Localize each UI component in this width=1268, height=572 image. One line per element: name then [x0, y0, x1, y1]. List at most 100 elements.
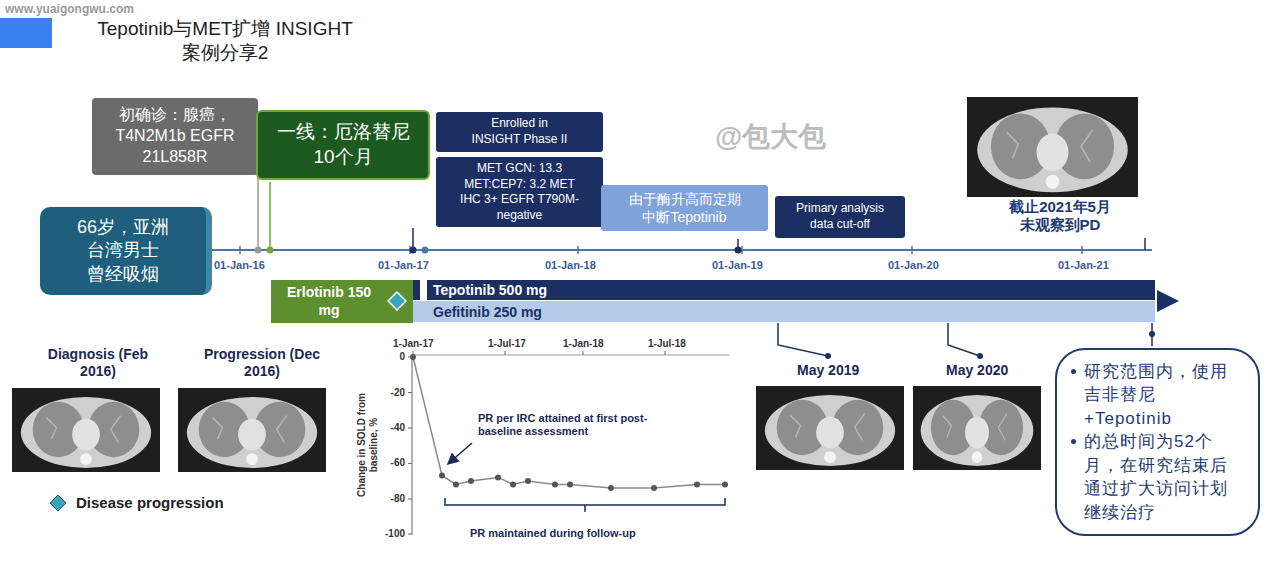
waterfall-chart — [665, 351, 666, 355]
legend-diamond — [50, 495, 66, 511]
waterfall-chart — [567, 481, 573, 487]
ct-scans — [913, 386, 1041, 470]
timeline-dots — [267, 247, 274, 254]
bar-gap — [420, 280, 427, 300]
waterfall-chart — [408, 499, 412, 500]
note-box: 由于酶升高而定期 中断Tepotinib — [601, 185, 768, 231]
chart-tick: 0 — [375, 351, 405, 363]
leader-lines — [778, 323, 828, 356]
waterfall-chart — [408, 392, 412, 393]
timeline-axis — [205, 246, 1152, 254]
legend-text: Disease progression — [76, 494, 224, 511]
timeline-dots — [977, 353, 983, 359]
event-box: Primary analysis data cut-off — [775, 196, 905, 238]
chart-tick: -40 — [375, 422, 405, 434]
waterfall-chart — [694, 481, 700, 487]
leader-lines — [269, 182, 271, 250]
waterfall-chart — [510, 481, 516, 487]
info-box: 初确诊：腺癌， T4N2M1b EGFR 21L858R — [92, 98, 258, 175]
timeline-axis — [911, 246, 913, 254]
progression-diamond — [388, 292, 406, 310]
chart-tick: -60 — [375, 457, 405, 469]
waterfall-chart — [608, 485, 614, 491]
chart-tick: -80 — [375, 493, 405, 505]
chart-tick: 1-Jul-18 — [648, 338, 686, 350]
scan-caption: May 2020 — [946, 362, 1008, 379]
axis-tick: 01-Jan-18 — [545, 259, 596, 272]
progression-diamond — [387, 291, 407, 311]
box-text: 初确诊：腺癌， T4N2M1b EGFR 21L858R — [100, 105, 250, 167]
timeline-dots — [255, 247, 1156, 360]
timeline-dots — [410, 247, 417, 254]
timeline-axis — [1081, 246, 1083, 254]
box-text: 一线：厄洛替尼 10个月 — [268, 120, 418, 169]
timeline-dots — [825, 353, 831, 359]
scan-caption: Diagnosis (Feb 2016) — [43, 346, 153, 380]
timeline-dots — [735, 247, 742, 254]
ct-scans — [178, 388, 326, 472]
axis-title: Change in SOLD from baseline, % — [356, 390, 380, 500]
corner-accent — [0, 18, 52, 48]
therapy-box: 一线：厄洛替尼 10个月 — [256, 110, 430, 180]
axis-tick: 01-Jan-17 — [378, 259, 429, 272]
waterfall-chart — [722, 481, 728, 487]
timeline-dots — [422, 247, 429, 254]
waterfall-chart — [525, 478, 531, 484]
drug-bar: Gefitinib 250 mg — [413, 301, 1155, 322]
leader-lines — [257, 176, 259, 250]
axis-tick: 01-Jan-16 — [214, 259, 265, 272]
chart-tick: -20 — [375, 387, 405, 399]
ct-scans — [12, 388, 160, 472]
drug-bar: Tepotinib 500 mg — [413, 280, 1155, 300]
box-text: 66岁，亚洲 台湾男士 曾经吸烟 — [58, 216, 188, 286]
legend-diamond — [50, 495, 66, 511]
ct-scans — [967, 97, 1138, 197]
waterfall-chart — [583, 351, 584, 355]
scan-note: 截止2021年5月 未观察到PD — [975, 198, 1145, 234]
event-box: Enrolled in INSIGHT Phase II — [436, 112, 603, 152]
waterfall-chart — [552, 481, 558, 487]
chart-annotation: PR per IRC attained at first post-baseli… — [478, 412, 658, 438]
drug-bar: Erlotinib 150 mg — [271, 280, 413, 323]
summary-box: 研究范围内，使用吉非替尼+Tepotinib的总时间为52个月，在研究结束后通过… — [1055, 348, 1260, 536]
watermark: @包大包 — [715, 120, 826, 154]
watermark: www.yuaigongwu.com — [5, 2, 134, 16]
waterfall-chart — [445, 498, 725, 505]
box-text: MET GCN: 13.3 MET:CEP7: 3.2 MET IHC 3+ E… — [460, 161, 580, 223]
scan-caption: May 2019 — [797, 362, 859, 379]
waterfall-chart — [410, 354, 728, 491]
axis-tick: 01-Jan-20 — [888, 259, 939, 272]
waterfall-chart — [505, 351, 506, 355]
chart-tick: 1-Jan-17 — [393, 338, 434, 350]
leader-lines — [948, 323, 980, 356]
axis-tick: 01-Jan-21 — [1058, 259, 1109, 272]
leader-lines — [258, 176, 1152, 356]
bullet-dot — [1071, 439, 1076, 444]
bullet-item: 研究范围内，使用吉非替尼+Tepotinib — [1071, 360, 1242, 430]
waterfall-chart — [408, 463, 412, 464]
waterfall-chart — [449, 443, 472, 463]
continuation-arrow — [1157, 290, 1179, 312]
waterfall-chart — [468, 478, 474, 484]
chart-tick: 1-Jan-18 — [563, 338, 604, 350]
waterfall-chart — [651, 485, 657, 491]
bullet-item: 的总时间为52个月，在研究结束后通过扩大访问计划继续治疗 — [1071, 430, 1242, 524]
timeline-axis — [577, 246, 579, 254]
waterfall-chart — [584, 505, 586, 512]
box-text: Tepotinib 500 mg — [433, 281, 547, 299]
scan-caption: Progression (Dec 2016) — [197, 346, 327, 380]
waterfall-chart — [412, 355, 730, 356]
waterfall-chart — [408, 351, 730, 535]
timeline-dots — [1149, 331, 1155, 337]
box-text: Gefitinib 250 mg — [433, 303, 542, 321]
bullet-dot — [1071, 369, 1076, 374]
timeline-dots — [255, 247, 262, 254]
waterfall-chart — [413, 357, 725, 488]
axis-tick: 01-Jan-19 — [712, 259, 763, 272]
box-text: 研究范围内，使用吉非替尼+Tepotinib — [1084, 360, 1242, 430]
waterfall-chart — [439, 473, 445, 479]
box-text: Erlotinib 150 mg — [284, 284, 374, 319]
waterfall-chart — [495, 474, 501, 480]
leader-lines — [1144, 238, 1146, 250]
